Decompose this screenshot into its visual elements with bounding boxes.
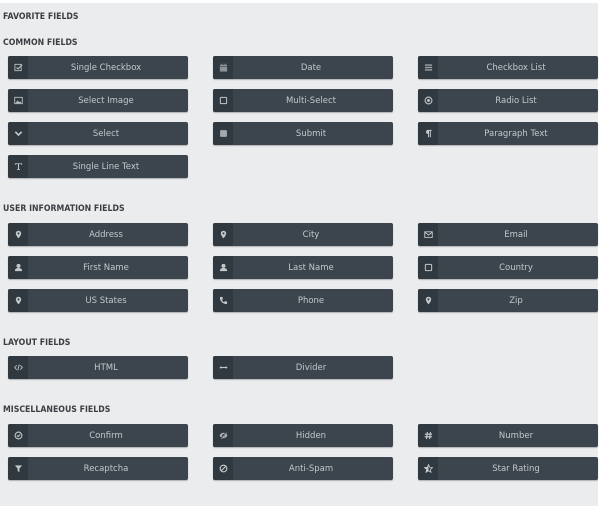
field-label: Confirm (89, 430, 123, 441)
field-label: Select Image (78, 95, 134, 106)
envelope-icon (418, 223, 438, 246)
field-label: Divider (295, 362, 327, 373)
field-date-button[interactable]: Date (213, 56, 393, 79)
square-outline-icon (418, 256, 438, 279)
section-title-miscellaneous-fields: MISCELLANEOUS FIELDS (3, 405, 111, 415)
hashtag-icon (418, 424, 438, 447)
map-marker-icon (8, 223, 28, 246)
field-country-button[interactable]: Country (418, 256, 598, 279)
field-label: Submit (295, 128, 327, 139)
section-title-common-fields: COMMON FIELDS (3, 38, 78, 48)
star-half-icon (418, 457, 438, 480)
field-label: Address (89, 229, 123, 240)
field-us-states-button[interactable]: US States (8, 289, 188, 312)
check-circle-icon (8, 424, 28, 447)
field-multi-select-button[interactable]: Multi-Select (213, 89, 393, 112)
chevron-down-icon (8, 122, 28, 145)
section-title-layout-fields: LAYOUT FIELDS (3, 338, 71, 348)
field-address-button[interactable]: Address (8, 223, 188, 246)
calendar-icon (213, 56, 233, 79)
field-label: Radio List (495, 95, 537, 106)
field-anti-spam-button[interactable]: Anti-Spam (213, 457, 393, 480)
field-select-button[interactable]: Select (8, 122, 188, 145)
field-label: Zip (509, 295, 523, 306)
field-label: Checkbox List (486, 62, 546, 73)
field-label: Select (92, 128, 120, 139)
field-checkbox-list-button[interactable]: Checkbox List (418, 56, 598, 79)
field-label: Country (499, 262, 533, 273)
field-city-button[interactable]: City (213, 223, 393, 246)
field-zip-button[interactable]: Zip (418, 289, 598, 312)
map-marker-icon (8, 289, 28, 312)
field-label: Hidden (295, 430, 327, 441)
field-recaptcha-button[interactable]: Recaptcha (8, 457, 188, 480)
field-label: Date (300, 62, 322, 73)
field-number-button[interactable]: Number (418, 424, 598, 447)
field-label: Multi-Select (285, 95, 337, 106)
filter-icon (8, 457, 28, 480)
section-title-user-information-fields: USER INFORMATION FIELDS (3, 204, 125, 214)
checkbox-checked-icon (8, 56, 28, 79)
radio-icon (418, 89, 438, 112)
field-label: First Name (83, 262, 129, 273)
text-cursor-icon (8, 155, 28, 178)
phone-icon (213, 289, 233, 312)
field-label: Star Rating (492, 463, 540, 474)
field-star-rating-button[interactable]: Star Rating (418, 457, 598, 480)
field-label: US States (85, 295, 127, 306)
field-email-button[interactable]: Email (418, 223, 598, 246)
user-icon (8, 256, 28, 279)
field-select-image-button[interactable]: Select Image (8, 89, 188, 112)
field-hidden-button[interactable]: Hidden (213, 424, 393, 447)
field-first-name-button[interactable]: First Name (8, 256, 188, 279)
field-confirm-button[interactable]: Confirm (8, 424, 188, 447)
field-paragraph-text-button[interactable]: Paragraph Text (418, 122, 598, 145)
map-marker-icon (213, 223, 233, 246)
field-label: City (302, 229, 320, 240)
field-label: Recaptcha (83, 463, 129, 474)
horizontal-arrows-icon (213, 356, 233, 379)
user-icon (213, 256, 233, 279)
field-label: Phone (297, 295, 325, 306)
field-label: Anti-Spam (288, 463, 334, 474)
field-label: Number (498, 430, 534, 441)
ban-icon (213, 457, 233, 480)
code-icon (8, 356, 28, 379)
field-palette-panel: FAVORITE FIELDS COMMON FIELDS Single Che… (0, 3, 598, 506)
square-filled-icon (213, 122, 233, 145)
field-label: Single Checkbox (70, 62, 142, 73)
field-radio-list-button[interactable]: Radio List (418, 89, 598, 112)
field-single-checkbox-button[interactable]: Single Checkbox (8, 56, 188, 79)
paragraph-icon (418, 122, 438, 145)
image-icon (8, 89, 28, 112)
list-icon (418, 56, 438, 79)
eye-slash-icon (213, 424, 233, 447)
field-label: Last Name (288, 262, 334, 273)
field-last-name-button[interactable]: Last Name (213, 256, 393, 279)
map-marker-icon (418, 289, 438, 312)
field-divider-button[interactable]: Divider (213, 356, 393, 379)
field-label: Paragraph Text (484, 128, 548, 139)
field-label: HTML (94, 362, 118, 373)
field-phone-button[interactable]: Phone (213, 289, 393, 312)
field-submit-button[interactable]: Submit (213, 122, 393, 145)
field-label: Single Line Text (72, 161, 140, 172)
field-html-button[interactable]: HTML (8, 356, 188, 379)
field-label: Email (504, 229, 528, 240)
square-outline-icon (213, 89, 233, 112)
section-title-favorite-fields: FAVORITE FIELDS (3, 12, 79, 22)
field-single-line-text-button[interactable]: Single Line Text (8, 155, 188, 178)
